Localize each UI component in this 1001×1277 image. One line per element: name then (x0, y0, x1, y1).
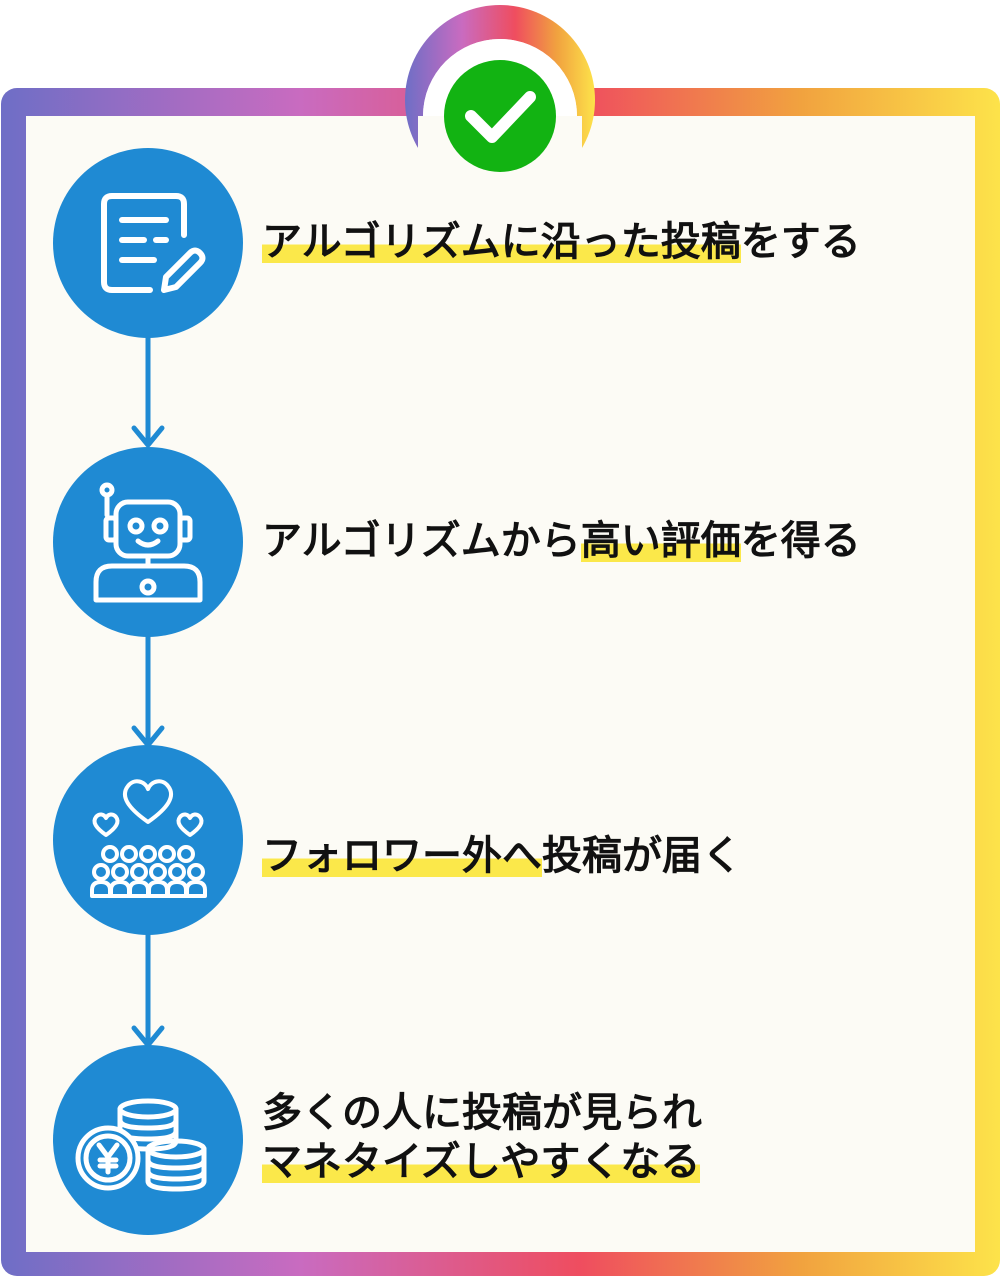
step-2-line-1: アルゴリズムから高い評価を得る (262, 517, 861, 566)
step-4-node (53, 1045, 243, 1235)
step-4-text: 多くの人に投稿が見られマネタイズしやすくなる (262, 1089, 702, 1187)
audience-hearts-icon (90, 779, 207, 898)
step-2-text: アルゴリズムから高い評価を得る (262, 517, 861, 566)
document-edit-icon (101, 193, 206, 293)
step-1-line-1: アルゴリズムに沿った投稿をする (262, 218, 861, 267)
plain-phrase: 投稿が届く (542, 833, 742, 879)
plain-phrase: をする (740, 219, 861, 265)
step-3-text: フォロワー外へ投稿が届く (262, 832, 742, 881)
step-4-line-1: 多くの人に投稿が見られ (262, 1089, 702, 1138)
highlighted-phrase: 高い評価 (580, 518, 741, 564)
highlighted-phrase: マネタイズしやすくなる (262, 1138, 701, 1185)
highlighted-phrase: アルゴリズムに沿った投稿 (262, 219, 741, 265)
check-icon (444, 60, 556, 172)
step-1-text: アルゴリズムに沿った投稿をする (262, 218, 861, 267)
plain-phrase: アルゴリズムから (262, 518, 581, 564)
step-3-line-1: フォロワー外へ投稿が届く (262, 832, 742, 881)
robot-icon (93, 482, 203, 603)
step-4-line-2: マネタイズしやすくなる (262, 1138, 702, 1187)
step-1-node (53, 148, 243, 338)
plain-phrase: を得る (740, 518, 861, 564)
plain-phrase: 多くの人に投稿が見られ (262, 1090, 702, 1136)
arrowhead (131, 425, 165, 448)
highlighted-phrase: フォロワー外へ (262, 833, 542, 879)
step-2-node (53, 447, 243, 637)
step-3-node (53, 745, 243, 935)
yen-coins-icon (75, 1098, 207, 1192)
connector-1 (131, 330, 165, 448)
